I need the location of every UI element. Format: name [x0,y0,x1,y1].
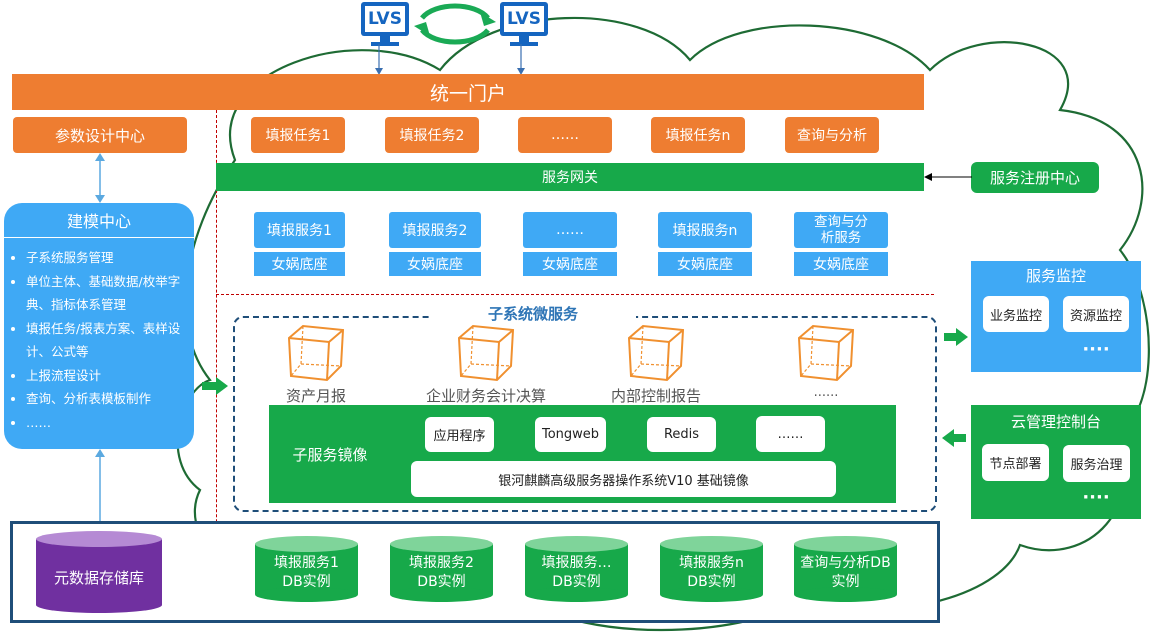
db-instance-label: 填报服务2 DB实例 [409,555,474,590]
cloud-console-arrow [942,429,966,447]
module-more: ...... [813,385,839,400]
service-monitor-title: 服务监控 [1025,267,1086,285]
cube-icon [797,324,855,382]
service-2-base: 女娲底座 [389,252,481,276]
modeling-to-micro-arrow [202,377,228,395]
module-financial-accounts[interactable]: 企业财务会计决算 [425,387,546,405]
db-instance-label: 填报服务… DB实例 [541,555,612,590]
lvs-connectors [375,44,525,75]
service-gateway[interactable]: 服务网关 [216,163,924,191]
lvs-left-icon: LVS [361,2,409,48]
task-1[interactable]: 填报任务1 [251,117,345,153]
modeling-item: 单位主体、基础数据/枚举字典、指标体系管理 [26,270,194,317]
cloud-console-panel: 云管理控制台 节点部署 服务治理 ···· [971,405,1141,519]
cube-icon [287,324,345,382]
service-monitor-panel: 服务监控 业务监控 资源监控 ···· [971,261,1141,372]
service-ellipsis[interactable]: …… [523,212,617,248]
divider-horizontal [216,294,934,295]
modeling-center-list: 子系统服务管理 单位主体、基础数据/枚举字典、指标体系管理 填报任务/报表方案、… [4,246,194,434]
modeling-item: 上报流程设计 [26,364,194,388]
lvs-right-icon: LVS [500,2,548,48]
task-2[interactable]: 填报任务2 [385,117,479,153]
portal-bar[interactable]: 统一门户 [12,74,924,110]
db-instance-1[interactable]: 填报服务1 DB实例 [255,536,358,602]
task-n[interactable]: 填报任务n [651,117,745,153]
redis-chip[interactable]: Redis [647,417,716,452]
service-1-base: 女娲底座 [254,252,345,276]
modeling-item: 查询、分析表模板制作 [26,387,194,411]
service-ellipsis-base: 女娲底座 [523,252,617,276]
task-query-analysis[interactable]: 查询与分析 [785,117,879,153]
cube-icon [627,324,685,382]
modeling-item: 填报任务/报表方案、表样设计、公式等 [26,317,194,364]
service-query-analysis-base: 女娲底座 [794,252,888,276]
task-ellipsis[interactable]: …… [518,117,612,153]
modeling-center: 建模中心 子系统服务管理 单位主体、基础数据/枚举字典、指标体系管理 填报任务/… [4,203,194,449]
kylin-base-image[interactable]: 银河麒麟高级服务器操作系统V10 基础镜像 [411,461,836,497]
service-n[interactable]: 填报服务n [658,212,752,248]
service-n-base: 女娲底座 [658,252,752,276]
service-registry[interactable]: 服务注册中心 [971,162,1099,193]
db-instance-ellipsis[interactable]: 填报服务… DB实例 [525,536,628,602]
app-program-chip[interactable]: 应用程序 [425,417,494,452]
service-query-analysis[interactable]: 查询与分 析服务 [794,212,888,248]
sub-service-image-title: 子服务镜像 [292,445,368,464]
db-instance-n[interactable]: 填报服务n DB实例 [660,536,763,602]
monitor-more: ···· [1082,339,1110,360]
metadata-db[interactable]: 元数据存储库 [36,531,162,613]
cloud-console-title: 云管理控制台 [1010,413,1101,431]
module-asset-monthly[interactable]: 资产月报 [285,387,346,405]
app-more-chip[interactable]: …… [756,416,825,452]
db-instance-label: 查询与分析DB 实例 [800,555,891,590]
business-monitor-button[interactable]: 业务监控 [983,296,1049,332]
lvs-left-label: LVS [365,6,405,32]
service-2[interactable]: 填报服务2 [389,212,481,248]
monitor-arrow [944,328,968,346]
resource-monitor-button[interactable]: 资源监控 [1063,296,1129,332]
divider-vertical [216,110,217,622]
lvs-right-label: LVS [504,6,544,32]
registry-arrow [924,173,972,181]
metadata-db-label: 元数据存储库 [53,568,144,587]
db-instance-label: 填报服务n DB实例 [679,555,744,590]
service-governance-button[interactable]: 服务治理 [1063,445,1130,482]
node-deploy-button[interactable]: 节点部署 [982,444,1049,481]
microservices-title: 子系统微服务 [430,302,636,324]
db-instance-query-analysis[interactable]: 查询与分析DB 实例 [794,536,897,602]
db-instance-2[interactable]: 填报服务2 DB实例 [390,536,493,602]
modeling-db-connector [95,449,105,531]
modeling-item: …… [26,411,194,435]
tongweb-chip[interactable]: Tongweb [535,417,606,452]
modeling-center-title: 建模中心 [4,203,194,238]
modeling-item: 子系统服务管理 [26,246,194,270]
cube-icon [457,324,515,382]
service-1[interactable]: 填报服务1 [254,212,345,248]
param-modeling-connector [95,153,105,203]
db-instance-label: 填报服务1 DB实例 [274,555,339,590]
param-design-center[interactable]: 参数设计中心 [13,117,187,153]
sync-arrows-icon [414,3,496,45]
cloud-more: ···· [1082,487,1110,508]
module-internal-control[interactable]: 内部控制报告 [610,387,701,405]
